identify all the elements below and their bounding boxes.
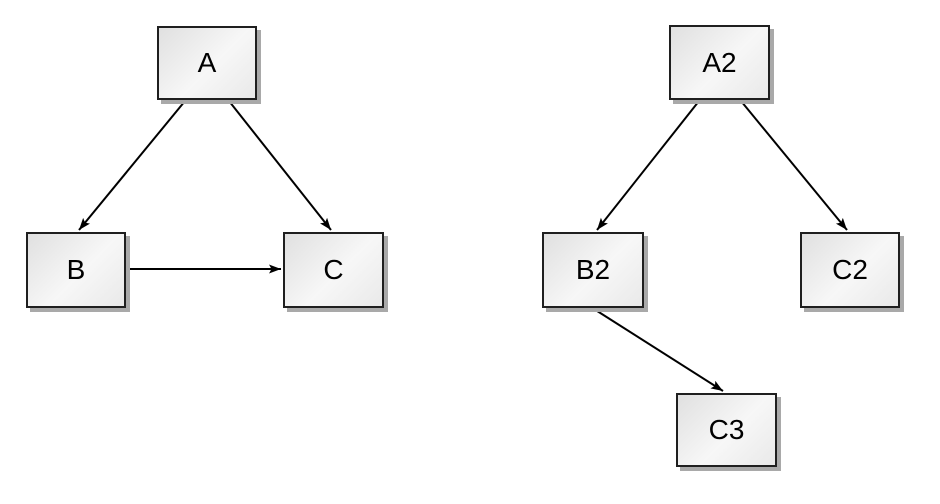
node-b[interactable]: B: [26, 232, 126, 308]
node-label: C: [323, 254, 344, 285]
node-label: A: [197, 47, 217, 78]
node-label: B: [66, 254, 86, 285]
node-c3[interactable]: C3: [676, 393, 777, 467]
node-label: C2: [832, 254, 868, 285]
node-a[interactable]: A: [157, 26, 257, 100]
node-c2[interactable]: C2: [800, 232, 900, 308]
node-label: A2: [702, 46, 737, 78]
edge-A2-B2: [596, 100, 700, 231]
edge-A-C: [228, 100, 332, 231]
edge-B2-C3: [593, 308, 724, 392]
edge-A2-C2: [740, 100, 848, 231]
node-label: C3: [708, 414, 745, 445]
node-label: B2: [575, 254, 611, 285]
node-b2[interactable]: B2: [542, 232, 644, 308]
node-a2[interactable]: A2: [669, 25, 770, 100]
edge-A-B: [78, 100, 186, 231]
node-c[interactable]: C: [283, 232, 384, 308]
